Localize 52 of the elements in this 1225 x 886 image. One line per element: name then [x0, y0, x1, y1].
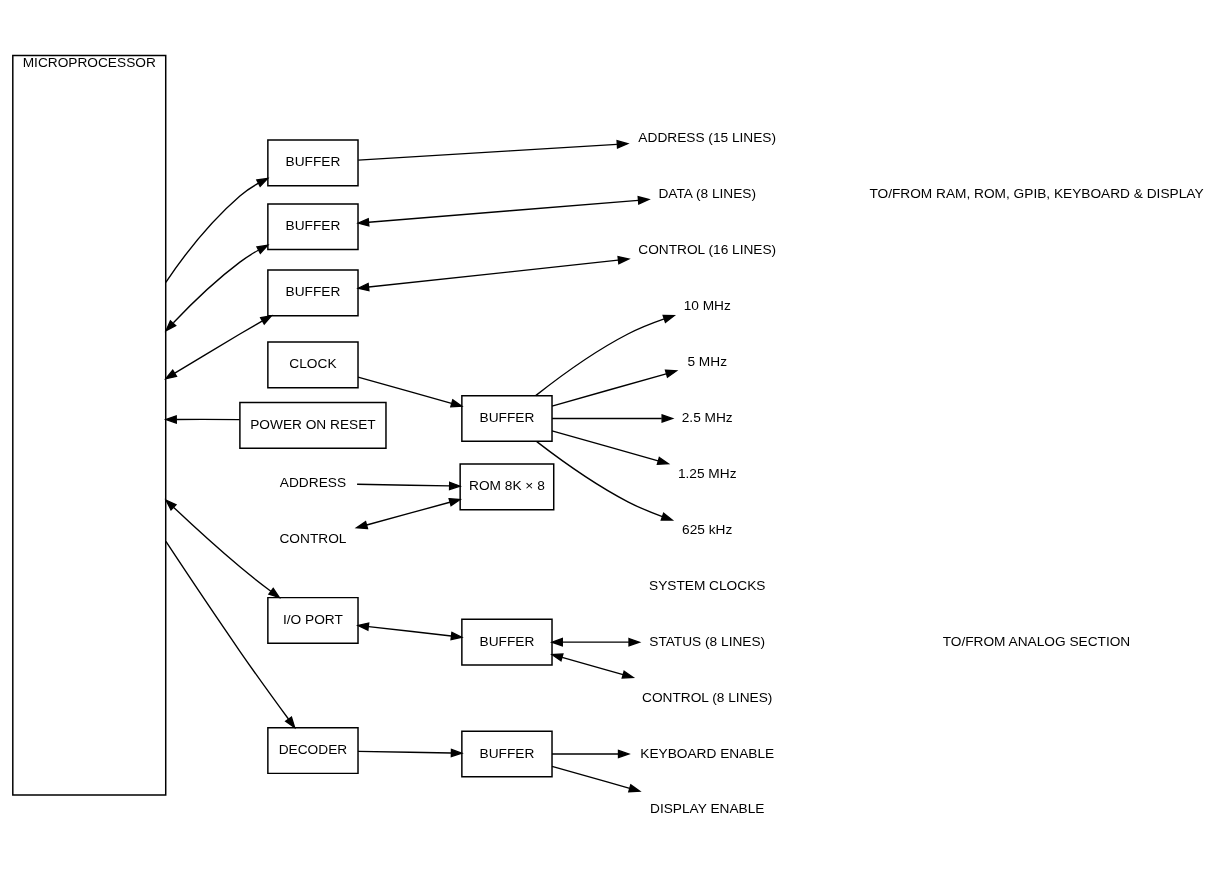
arrow — [165, 177, 270, 283]
arrow — [551, 765, 642, 793]
label: TO/FROM RAM, ROM, GPIB, KEYBOARD & DISPLAY — [869, 186, 1204, 202]
arrow — [354, 497, 463, 530]
arrow — [550, 653, 636, 679]
node-text: STATUS (8 LINES) — [649, 633, 766, 649]
node-text: 10 MHz — [683, 298, 731, 314]
node-text: DISPLAY ENABLE — [650, 801, 765, 817]
node-text: DATA (8 LINES) — [658, 186, 757, 202]
arrow — [551, 430, 671, 466]
node-text: 5 MHz — [687, 354, 727, 370]
arrow — [164, 498, 281, 599]
arrow — [551, 369, 679, 407]
arrow — [551, 413, 675, 424]
node-text: CONTROL (8 LINES) — [642, 689, 773, 705]
arrow — [356, 255, 631, 292]
node-text: ADDRESS — [279, 475, 347, 491]
node-box: POWER ON RESET — [239, 401, 387, 449]
arrow — [356, 481, 462, 491]
node-box: BUFFER — [461, 394, 553, 443]
label: TO/FROM ANALOG SECTION — [942, 633, 1131, 649]
arrow — [549, 637, 642, 647]
arrow — [356, 195, 651, 227]
arrow — [163, 414, 241, 424]
node-text: ADDRESS (15 LINES) — [638, 130, 777, 146]
node-text: 1.25 MHz — [677, 465, 737, 481]
node-box: BUFFER — [461, 618, 553, 666]
node-box: BUFFER — [461, 730, 553, 778]
node-box: ROM 8K × 8 — [459, 463, 555, 511]
node-text: CONTROL (16 LINES) — [638, 242, 777, 258]
arrow — [357, 748, 464, 758]
arrow — [356, 622, 464, 641]
node-box: MICROPROCESSOR — [12, 54, 167, 796]
node-text: 625 kHz — [682, 521, 733, 537]
arrow — [164, 244, 270, 333]
arrow — [357, 376, 464, 408]
label: SYSTEM CLOCKS — [649, 577, 766, 593]
arrow — [551, 749, 631, 759]
node-text: CONTROL — [279, 530, 347, 546]
node-text: KEYBOARD ENABLE — [640, 745, 775, 761]
node-box: I/O PORT — [267, 596, 359, 644]
node-box: DECODER — [267, 727, 359, 775]
node-box: BUFFER — [267, 203, 359, 251]
node-box: CLOCK — [267, 341, 359, 389]
arrow — [357, 139, 630, 161]
node-box: BUFFER — [267, 269, 359, 317]
arrow — [536, 440, 675, 521]
node-text: 2.5 MHz — [681, 410, 733, 425]
arrow — [165, 540, 296, 730]
node-box: BUFFER — [267, 139, 359, 187]
arrow — [164, 314, 274, 380]
arrow — [535, 314, 677, 397]
